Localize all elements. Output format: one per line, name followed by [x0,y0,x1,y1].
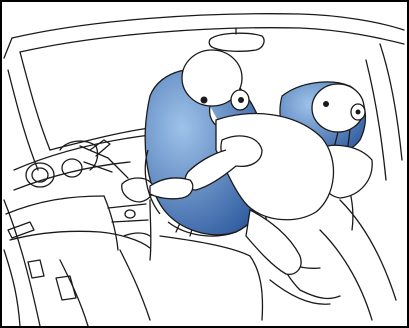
passenger-dummy-ear-dot [356,110,361,115]
passenger-dummy-eye [323,101,329,107]
driver-dummy-eye [201,97,208,104]
driver-dummy-ear-dot [238,97,244,103]
